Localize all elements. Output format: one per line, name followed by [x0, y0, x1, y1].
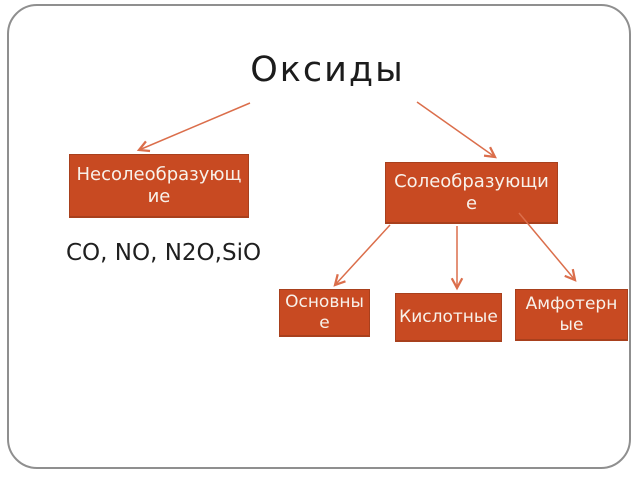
- node-basic-label: Основные: [285, 292, 364, 333]
- node-acidic-label: Кислотные: [399, 306, 498, 327]
- node-basic: Основные: [279, 289, 370, 337]
- node-salt-forming-label: Солеобразующие: [394, 170, 549, 214]
- node-amphoteric-label: Амфотерные: [525, 294, 618, 335]
- slide-title: Оксиды: [250, 50, 405, 90]
- node-salt-forming: Солеобразующие: [385, 162, 558, 224]
- node-non-salt-forming: Несолеобразующие: [69, 154, 249, 218]
- node-acidic: Кислотные: [395, 293, 502, 342]
- node-non-salt-forming-label: Несолеобразующие: [76, 163, 242, 207]
- non-salt-forming-examples: CO, NO, N2O,SiO: [66, 240, 262, 266]
- node-amphoteric: Амфотерные: [515, 289, 628, 341]
